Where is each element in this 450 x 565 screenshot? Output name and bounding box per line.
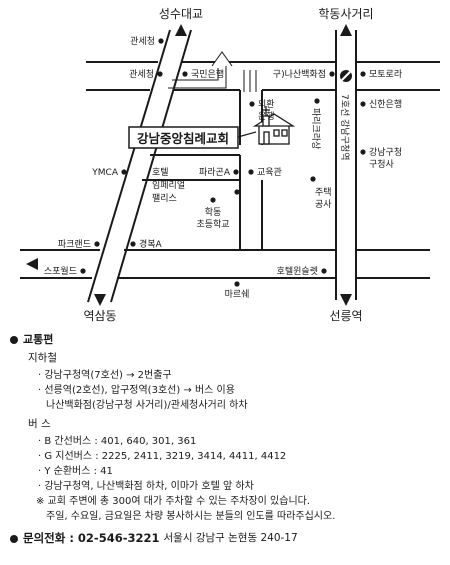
landmark-hotel-1: 호텔 <box>152 166 169 178</box>
direction-arrows <box>26 24 352 306</box>
landmark-gangnam-office-1: 강남구청 <box>369 147 402 158</box>
subway-line-1: · 강남구청역(7호선) → 2번출구 <box>38 370 172 381</box>
landmark-paris-croissant-vertical: 파리크라상 <box>310 108 321 149</box>
landmark-ymca: YMCA <box>91 168 119 178</box>
arrow-left-bottom <box>26 258 38 270</box>
road-diagonal-left <box>87 29 171 303</box>
landmark-housing-2: 공사 <box>315 199 332 210</box>
landmark-hakdong-school-1: 학동 <box>205 207 222 218</box>
subway-title: 지하철 <box>28 352 57 364</box>
arrow-up-left <box>175 24 187 36</box>
bullet-icon <box>10 534 18 543</box>
landmark-kookmin-bank: 국민은행 <box>191 68 224 80</box>
label-yeoksam-dong: 역삼동 <box>83 309 116 323</box>
bus-line-3: · Y 순환버스 : 41 <box>38 466 113 477</box>
arrow-down-left <box>94 294 106 306</box>
church-label-box <box>128 126 239 149</box>
label-line7: 7호선 강남구청역 <box>339 94 350 161</box>
church-building-icon <box>252 106 296 145</box>
parking-note-2: 주일, 수요일, 금요일은 차량 봉사하시는 분들의 인도를 따라주십시오. <box>46 511 336 522</box>
landmark-exchange-bank-1: 외환 <box>258 98 275 110</box>
landmark-gyeongbok-a: 경복A <box>139 238 163 250</box>
arrow-down-right <box>340 294 352 306</box>
landmark-dots <box>80 38 366 287</box>
label-seolleung-station: 선릉역 <box>329 309 362 323</box>
landmark-hotel-winsulet: 호텔윈슬렛 <box>277 265 318 277</box>
contact-phone: 문의전화 : 02-546-3221 <box>23 531 160 545</box>
landmark-paris-croissant-a: 파라곤A <box>199 167 231 178</box>
landmark-housing-1: 주택 <box>315 187 332 198</box>
church-label: 강남중앙침례교회 <box>137 131 229 146</box>
landmark-hotel-2: 임페리얼 <box>152 179 185 191</box>
landmark-gwanse-1: 관세청 <box>130 36 155 47</box>
parking-note-1: ※ 교회 주변에 총 300여 대가 주차할 수 있는 주차장이 있습니다. <box>36 496 311 507</box>
landmark-exchange-bank-2: 은행 <box>258 110 275 122</box>
bus-line-4: · 강남구청역, 나산백화점 하차, 이마가 호텔 앞 하차 <box>38 481 254 492</box>
landmark-hakdong-school-2: 초등학교 <box>196 219 229 230</box>
bus-line-1: · B 간선버스 : 401, 640, 301, 361 <box>38 436 197 447</box>
landmark-gwanse-2: 관세청 <box>129 69 154 80</box>
bullet-icon <box>10 335 18 344</box>
arrow-up-right <box>340 24 352 36</box>
subway-line-indent: 나산백화점(강남구청 사거리)/관세청사거리 하차 <box>46 400 248 411</box>
landmark-paris-land: 파크랜드 <box>58 239 91 250</box>
contact-line: 문의전화 : 02-546-3221 서울시 강남구 논현동 240-17 <box>10 531 443 546</box>
transit-title: 교통편 <box>23 333 54 346</box>
landmark-education-center: 교육관 <box>257 167 282 178</box>
location-map: 성수대교 학동사거리 역삼동 선릉역 7호선 강남구청역 강남중앙침례교회 <box>20 7 440 323</box>
bus-title: 버 스 <box>28 418 51 430</box>
subway-station-marker <box>339 69 353 83</box>
bus-line-2: · G 지선버스 : 2225, 2411, 3219, 3414, 4411,… <box>38 451 287 462</box>
landmark-gangnam-office-2: 구청사 <box>369 159 395 170</box>
landmark-hotel-3: 팰리스 <box>152 192 177 204</box>
landmark-shinhan-bank: 신한은행 <box>369 98 402 110</box>
landmark-nasan-dept: 구)나산백화점 <box>273 68 326 80</box>
landmark-marche: 마르쉐 <box>225 289 250 300</box>
road-network <box>20 29 440 303</box>
transit-info: 교통편 지하철 · 강남구청역(7호선) → 2번출구 · 선릉역(2호선), … <box>10 332 443 546</box>
transit-section-title: 교통편 <box>10 332 443 347</box>
subway-line-2: · 선릉역(2호선), 압구정역(3호선) → 버스 이용 <box>38 385 235 396</box>
label-hakdong-intersection: 학동사거리 <box>318 7 373 21</box>
label-seongsu-bridge: 성수대교 <box>159 7 203 21</box>
contact-address: 서울시 강남구 논현동 240-17 <box>163 532 298 544</box>
route-arrow <box>168 51 257 92</box>
road-diagonal-right <box>110 29 192 303</box>
landmark-motorola: 모토로라 <box>369 69 403 80</box>
landmark-sports-world: 스포월드 <box>44 265 77 277</box>
